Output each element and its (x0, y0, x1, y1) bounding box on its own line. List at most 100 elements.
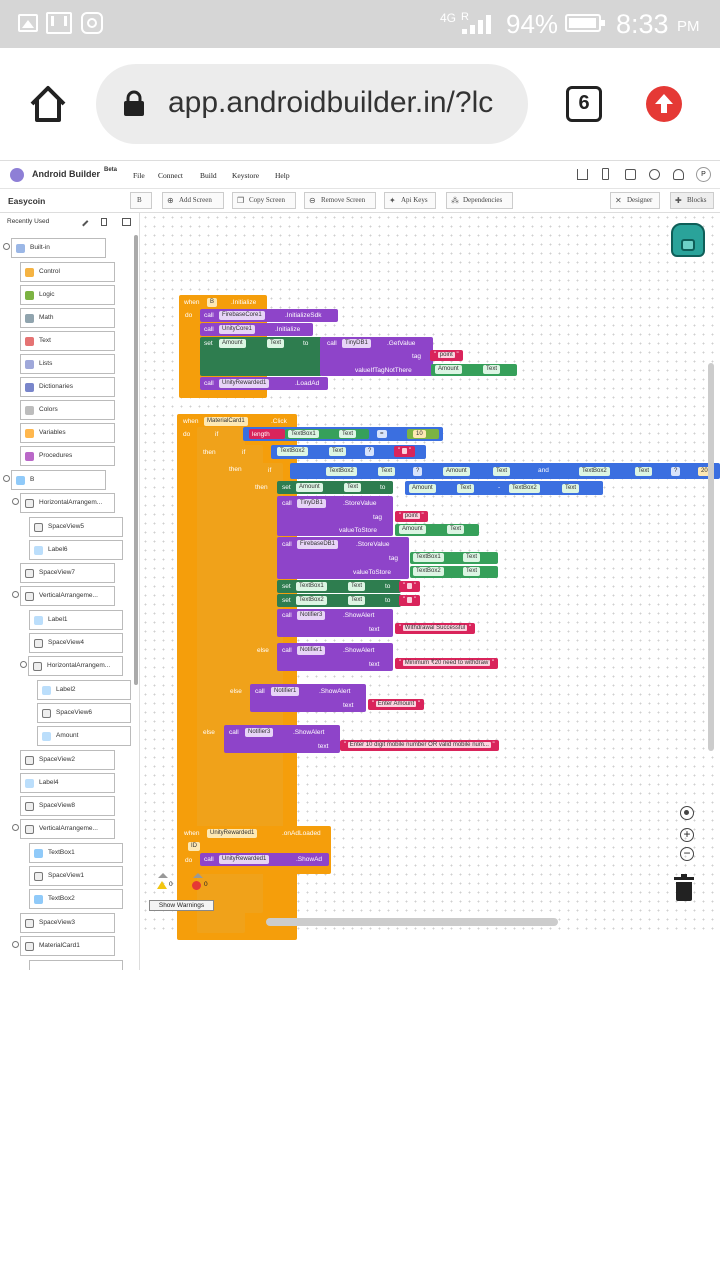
component-spaceview4[interactable]: SpaceView4 (29, 633, 123, 653)
bug-icon[interactable] (649, 169, 660, 180)
component-vertical-1[interactable]: VerticalArrangeme... (20, 586, 115, 606)
compare-block-2[interactable] (271, 445, 426, 459)
builtin-toggle[interactable] (3, 243, 10, 250)
backpack-icon[interactable] (671, 223, 705, 257)
length-block[interactable] (249, 429, 285, 439)
text-withdrawal-success[interactable]: " Withdrawal Successful " (395, 623, 475, 634)
copy-screen-button[interactable]: ❐ Copy Screen (232, 192, 296, 209)
zoom-out-icon[interactable]: − (680, 847, 694, 861)
drawer-colors[interactable]: Colors (20, 400, 115, 420)
upload-button[interactable] (646, 86, 682, 122)
address-bar[interactable]: app.androidbuilder.in/?lc (96, 64, 528, 144)
card-icon (25, 942, 34, 951)
component-spaceview8[interactable]: SpaceView8 (20, 796, 115, 816)
component-spaceview5[interactable]: SpaceView5 (29, 517, 123, 537)
empty-text-3[interactable]: " " (399, 595, 421, 606)
drawer-dictionaries[interactable]: Dictionaries (20, 377, 115, 397)
component-screen-b[interactable]: B (11, 470, 106, 490)
blocks-palette: Recently Used Built-in Control Logic Mat… (0, 213, 140, 970)
component-spaceview7[interactable]: SpaceView7 (20, 563, 115, 583)
phone-icon[interactable] (602, 168, 609, 180)
component-vertical-2[interactable]: VerticalArrangeme... (20, 819, 115, 839)
recenter-icon[interactable] (680, 806, 694, 820)
drawer-procedures[interactable]: Procedures (20, 446, 115, 466)
screen-toggle[interactable] (3, 475, 10, 482)
component-textbox1[interactable]: TextBox1 (29, 843, 123, 863)
book-icon[interactable] (625, 169, 636, 180)
call-tinydb-getvalue[interactable] (320, 337, 433, 376)
drawer-math[interactable]: Math (20, 308, 115, 328)
drawer-text[interactable]: Text (20, 331, 115, 351)
home-button[interactable] (28, 84, 68, 124)
card-toggle[interactable] (12, 941, 19, 948)
component-spaceview2[interactable]: SpaceView2 (20, 750, 115, 770)
menu-connect[interactable]: Connect (158, 171, 183, 180)
component-label4[interactable]: Label4 (20, 773, 115, 793)
edit-icon[interactable] (78, 216, 89, 227)
varr-toggle-1[interactable] (12, 591, 19, 598)
dependencies-button[interactable]: ⁂ Dependencies (446, 192, 513, 209)
trash-icon[interactable] (674, 874, 694, 901)
workspace-vscrollbar[interactable] (708, 363, 714, 751)
call-tinydb-storevalue[interactable] (277, 496, 393, 536)
component-horizontal-1[interactable]: HorizontalArrangem... (20, 493, 115, 513)
call-notifier1-enter[interactable] (250, 684, 366, 712)
empty-text[interactable]: " " (394, 446, 416, 457)
harr-toggle-1[interactable] (12, 498, 19, 505)
minus-block[interactable] (405, 481, 603, 495)
component-spaceview6[interactable]: SpaceView6 (37, 703, 131, 723)
warning-indicator[interactable]: 0 (156, 873, 176, 897)
component-horizontal-2[interactable]: HorizontalArrangem... (28, 656, 123, 676)
drawer-variables[interactable]: Variables (20, 423, 115, 443)
error-indicator[interactable]: 0 (191, 873, 211, 897)
zoom-in-icon[interactable]: + (680, 828, 694, 842)
blocks-workspace[interactable]: when B .Initialize do call FirebaseCore1… (141, 213, 720, 940)
component-label1[interactable]: Label1 (29, 610, 123, 630)
varr-toggle-2[interactable] (12, 824, 19, 831)
text-enter-amount[interactable]: " Enter Amount " (368, 699, 424, 710)
api-keys-button[interactable]: ✦ Api Keys (384, 192, 436, 209)
screen-select[interactable]: B (130, 192, 152, 209)
set-amount-block[interactable] (277, 481, 393, 494)
component-dropdown[interactable]: B (207, 298, 218, 307)
textbox1-text-getter[interactable] (285, 429, 369, 439)
users-icon[interactable] (673, 169, 684, 180)
component-textbox2[interactable]: TextBox2 (29, 889, 123, 909)
drawer-logic[interactable]: Logic (20, 285, 115, 305)
remove-screen-button[interactable]: ⊖ Remove Screen (304, 192, 376, 209)
menu-build[interactable]: Build (200, 171, 217, 180)
palette-scrollbar[interactable] (134, 235, 138, 685)
text-mobile[interactable]: " Enter 10 digit mobile number OR valid … (340, 740, 499, 751)
call-notifier3-mobile[interactable] (224, 725, 340, 753)
menu-file[interactable]: File (133, 171, 145, 180)
call-notifier1-minimum[interactable] (277, 643, 393, 671)
designer-button[interactable]: ✕ Designer (610, 192, 660, 209)
empty-text-2[interactable]: " " (399, 581, 421, 592)
home-icon[interactable] (577, 169, 588, 180)
show-warnings-button[interactable]: Show Warnings (149, 900, 214, 911)
drawer-control[interactable]: Control (20, 262, 115, 282)
component-spaceview3[interactable]: SpaceView3 (20, 913, 115, 933)
workspace-hscrollbar[interactable] (266, 918, 558, 926)
text-point-2[interactable]: " point " (395, 511, 428, 522)
component-next[interactable] (29, 960, 123, 970)
user-avatar[interactable]: P (696, 167, 711, 182)
component-amount[interactable]: Amount (37, 726, 131, 746)
component-label2[interactable]: Label2 (37, 680, 131, 700)
add-screen-button[interactable]: ⊕ Add Screen (162, 192, 224, 209)
trash-small-icon[interactable] (101, 218, 107, 226)
text-point[interactable]: " point " (430, 350, 463, 361)
blocks-button[interactable]: ✚ Blocks (670, 192, 714, 209)
component-spaceview1[interactable]: SpaceView1 (29, 866, 123, 886)
builtin-drawer[interactable]: Built-in (11, 238, 106, 258)
menu-keystore[interactable]: Keystore (232, 171, 260, 180)
harr-toggle-2[interactable] (20, 661, 27, 668)
menu-help[interactable]: Help (275, 171, 290, 180)
drawer-lists[interactable]: Lists (20, 354, 115, 374)
tab-switcher-button[interactable]: 6 (566, 86, 602, 122)
window-icon[interactable] (122, 218, 131, 226)
call-notifier3-success[interactable] (277, 609, 393, 637)
component-materialcard1[interactable]: MaterialCard1 (20, 936, 115, 956)
component-label6[interactable]: Label6 (29, 540, 123, 560)
text-minimum[interactable]: " Minimum ₹20 need to withdraw " (395, 658, 499, 669)
